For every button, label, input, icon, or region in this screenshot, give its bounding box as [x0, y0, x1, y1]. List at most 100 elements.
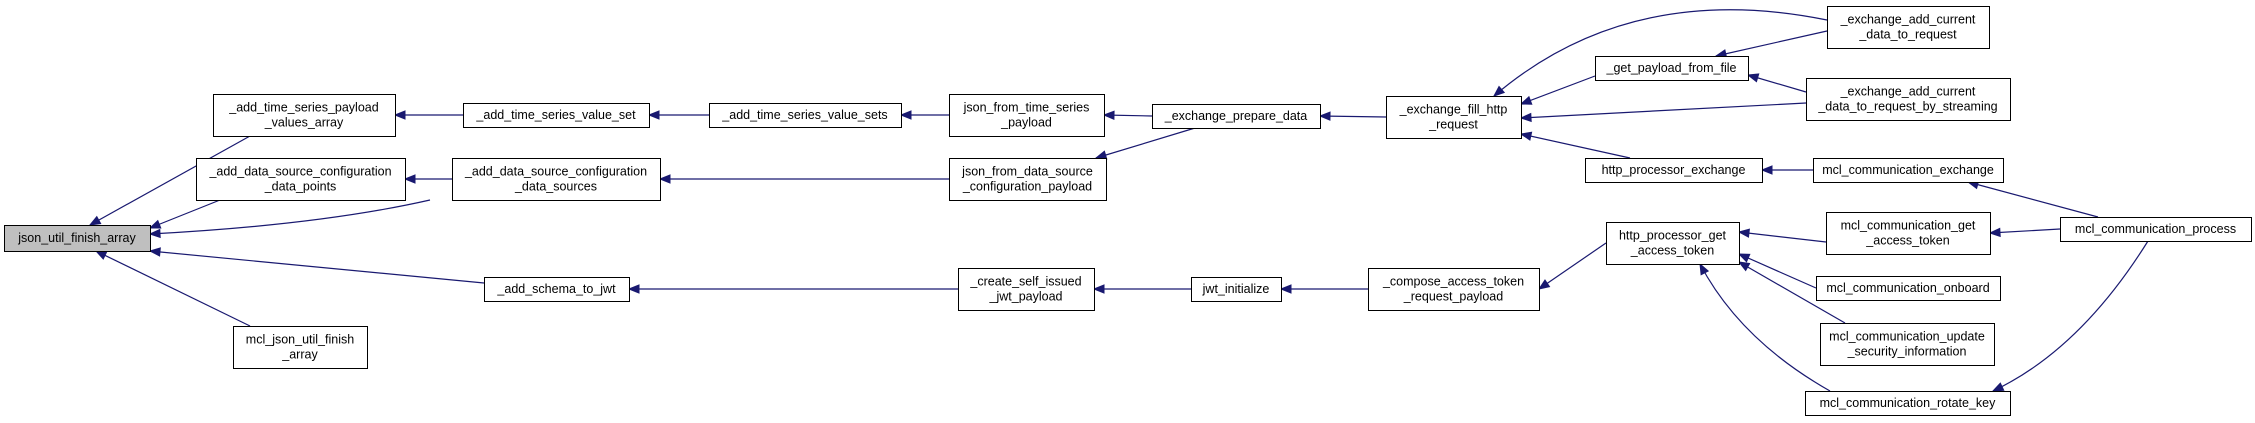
node-mcl-communication-update-security-information[interactable]: mcl_communication_update_security_inform…: [1820, 323, 1995, 366]
node-json-from-dsc-payload[interactable]: json_from_data_source_configuration_payl…: [949, 158, 1107, 201]
node-http-processor-get-access-token[interactable]: http_processor_get_access_token: [1606, 222, 1740, 265]
node-label: _array: [281, 348, 318, 362]
node-json-from-ts-payload[interactable]: json_from_time_series_payload: [949, 94, 1105, 137]
node-box[interactable]: [1386, 96, 1522, 139]
edge-arrowhead: [1760, 165, 1773, 175]
edge-mcl_communication_rotate_key-to-http_processor_get_access_token: [1699, 262, 1831, 392]
node-box[interactable]: [1585, 158, 1763, 183]
edge-arrowhead: [1737, 228, 1750, 238]
edge-arrowhead: [1537, 279, 1551, 290]
edge-exchange_add_current_data_to_request-to-get_payload_from_file: [1714, 30, 1828, 59]
edge-arrowhead: [1991, 382, 2005, 392]
node-get-payload-from-file[interactable]: _get_payload_from_file: [1595, 56, 1749, 81]
node-create-self-issued-jwt-payload[interactable]: _create_self_issued_jwt_payload: [958, 268, 1095, 311]
node-box[interactable]: [709, 103, 902, 128]
node-label: _exchange_add_current: [1840, 13, 1976, 27]
node-box[interactable]: [958, 268, 1095, 311]
edge-arrowhead: [1279, 284, 1292, 294]
node-box[interactable]: [1826, 212, 1991, 255]
edge-mcl_communication_process-to-mcl_communication_get_access_token: [1988, 227, 2061, 238]
edge-arrowhead: [627, 284, 640, 294]
node-box[interactable]: [949, 158, 1107, 201]
node-box[interactable]: [213, 94, 396, 137]
node-label: json_from_time_series: [963, 101, 1090, 115]
node-exchange-prepare-data[interactable]: _exchange_prepare_data: [1152, 104, 1321, 129]
edge-arrowhead: [1519, 95, 1533, 105]
node-mcl-communication-onboard[interactable]: mcl_communication_onboard: [1816, 276, 2001, 301]
edge-arrowhead: [148, 247, 161, 257]
node-box[interactable]: [463, 103, 650, 128]
edge-create_self_issued_jwt_payload-to-add_schema_to_jwt: [627, 284, 958, 294]
node-box[interactable]: [1191, 277, 1282, 302]
node-box[interactable]: [1813, 158, 2004, 183]
edge-line: [1538, 242, 1607, 290]
edge-add_ts_value_set-to-add_ts_payload_values_array: [393, 110, 463, 120]
node-add-ts-payload-values-array[interactable]: _add_time_series_payload_values_array: [213, 94, 396, 137]
node-mcl-communication-process[interactable]: mcl_communication_process: [2060, 217, 2252, 242]
edge-mcl_communication_exchange-to-http_processor_exchange: [1760, 165, 1813, 175]
node-exchange-fill-http-request[interactable]: _exchange_fill_http_request: [1386, 96, 1522, 139]
edge-arrowhead: [1737, 261, 1751, 272]
node-label: _request: [1428, 118, 1478, 132]
node-label: _configuration_payload: [962, 180, 1092, 194]
node-compose-access-token-request-payload[interactable]: _compose_access_token_request_payload: [1368, 268, 1540, 311]
node-mcl-json-util-finish-array[interactable]: mcl_json_util_finish_array: [233, 326, 368, 369]
node-box[interactable]: [233, 326, 368, 369]
node-label: _security_information: [1847, 345, 1967, 359]
edge-mcl_json_util_finish_array-to-json_util_finish_array: [94, 250, 251, 327]
node-box[interactable]: [1806, 78, 2011, 121]
edges-layer: [88, 9, 2149, 392]
node-box[interactable]: [196, 158, 406, 201]
node-box[interactable]: [484, 277, 630, 302]
edge-line: [1992, 240, 2149, 392]
node-label: _request_payload: [1403, 290, 1503, 304]
edge-arrowhead: [148, 219, 162, 229]
node-box[interactable]: [949, 94, 1105, 137]
node-box[interactable]: [1152, 104, 1321, 129]
edge-arrowhead: [1988, 227, 2001, 238]
node-add-ts-value-set[interactable]: _add_time_series_value_set: [463, 103, 650, 128]
node-http-processor-exchange[interactable]: http_processor_exchange: [1585, 158, 1763, 183]
node-box[interactable]: [1805, 391, 2011, 416]
node-label: _add_time_series_payload: [228, 101, 378, 115]
node-label: _exchange_fill_http: [1399, 103, 1508, 117]
edge-arrowhead: [1094, 150, 1108, 160]
node-label: _data_to_request: [1858, 28, 1957, 42]
node-mcl-communication-get-access-token[interactable]: mcl_communication_get_access_token: [1826, 212, 1991, 255]
node-box[interactable]: [1820, 323, 1995, 366]
node-box[interactable]: [1595, 56, 1749, 81]
edge-line: [1989, 228, 2061, 234]
node-exchange-add-current-data-to-request-by-streaming[interactable]: _exchange_add_current_data_to_request_by…: [1806, 78, 2011, 121]
node-label: _access_token: [1865, 234, 1949, 248]
edge-mcl_communication_get_access_token-to-http_processor_get_access_token: [1737, 228, 1827, 243]
node-json-util-finish-array[interactable]: json_util_finish_array: [4, 225, 151, 252]
edge-exchange_add_current_data_to_request_by_streaming-to-get_payload_from_file: [1746, 73, 1807, 93]
node-label: mcl_communication_exchange: [1822, 163, 1994, 177]
node-mcl-communication-rotate-key[interactable]: mcl_communication_rotate_key: [1805, 391, 2011, 416]
node-exchange-add-current-data-to-request[interactable]: _exchange_add_current_data_to_request: [1827, 6, 1990, 49]
node-jwt-initialize[interactable]: jwt_initialize: [1191, 277, 1282, 302]
edge-arrowhead: [1737, 253, 1751, 263]
node-add-dsc-data-sources[interactable]: _add_data_source_configuration_data_sour…: [452, 158, 661, 201]
node-label: _exchange_add_current: [1840, 85, 1976, 99]
edge-get_payload_from_file-to-exchange_fill_http_request: [1519, 75, 1596, 105]
node-box[interactable]: [452, 158, 661, 201]
node-add-ts-value-sets[interactable]: _add_time_series_value_sets: [709, 103, 902, 128]
edge-exchange_prepare_data-to-json_from_dsc_payload: [1094, 127, 1196, 160]
node-box[interactable]: [1606, 222, 1740, 265]
edge-arrowhead: [1092, 284, 1105, 294]
node-box[interactable]: [1368, 268, 1540, 311]
edge-line: [1699, 263, 1831, 392]
node-add-schema-to-jwt[interactable]: _add_schema_to_jwt: [484, 277, 630, 302]
node-add-dsc-data-points[interactable]: _add_data_source_configuration_data_poin…: [196, 158, 406, 201]
node-box[interactable]: [1827, 6, 1990, 49]
edge-arrowhead: [899, 110, 912, 120]
edge-line: [1095, 127, 1196, 159]
node-mcl-communication-exchange[interactable]: mcl_communication_exchange: [1813, 158, 2004, 183]
node-label: jwt_initialize: [1202, 282, 1270, 296]
node-box[interactable]: [1816, 276, 2001, 301]
node-box[interactable]: [2060, 217, 2252, 242]
node-box[interactable]: [4, 225, 151, 252]
edge-exchange_add_current_data_to_request-to-exchange_fill_http_request: [1492, 9, 1828, 97]
node-label: _add_schema_to_jwt: [496, 282, 616, 296]
